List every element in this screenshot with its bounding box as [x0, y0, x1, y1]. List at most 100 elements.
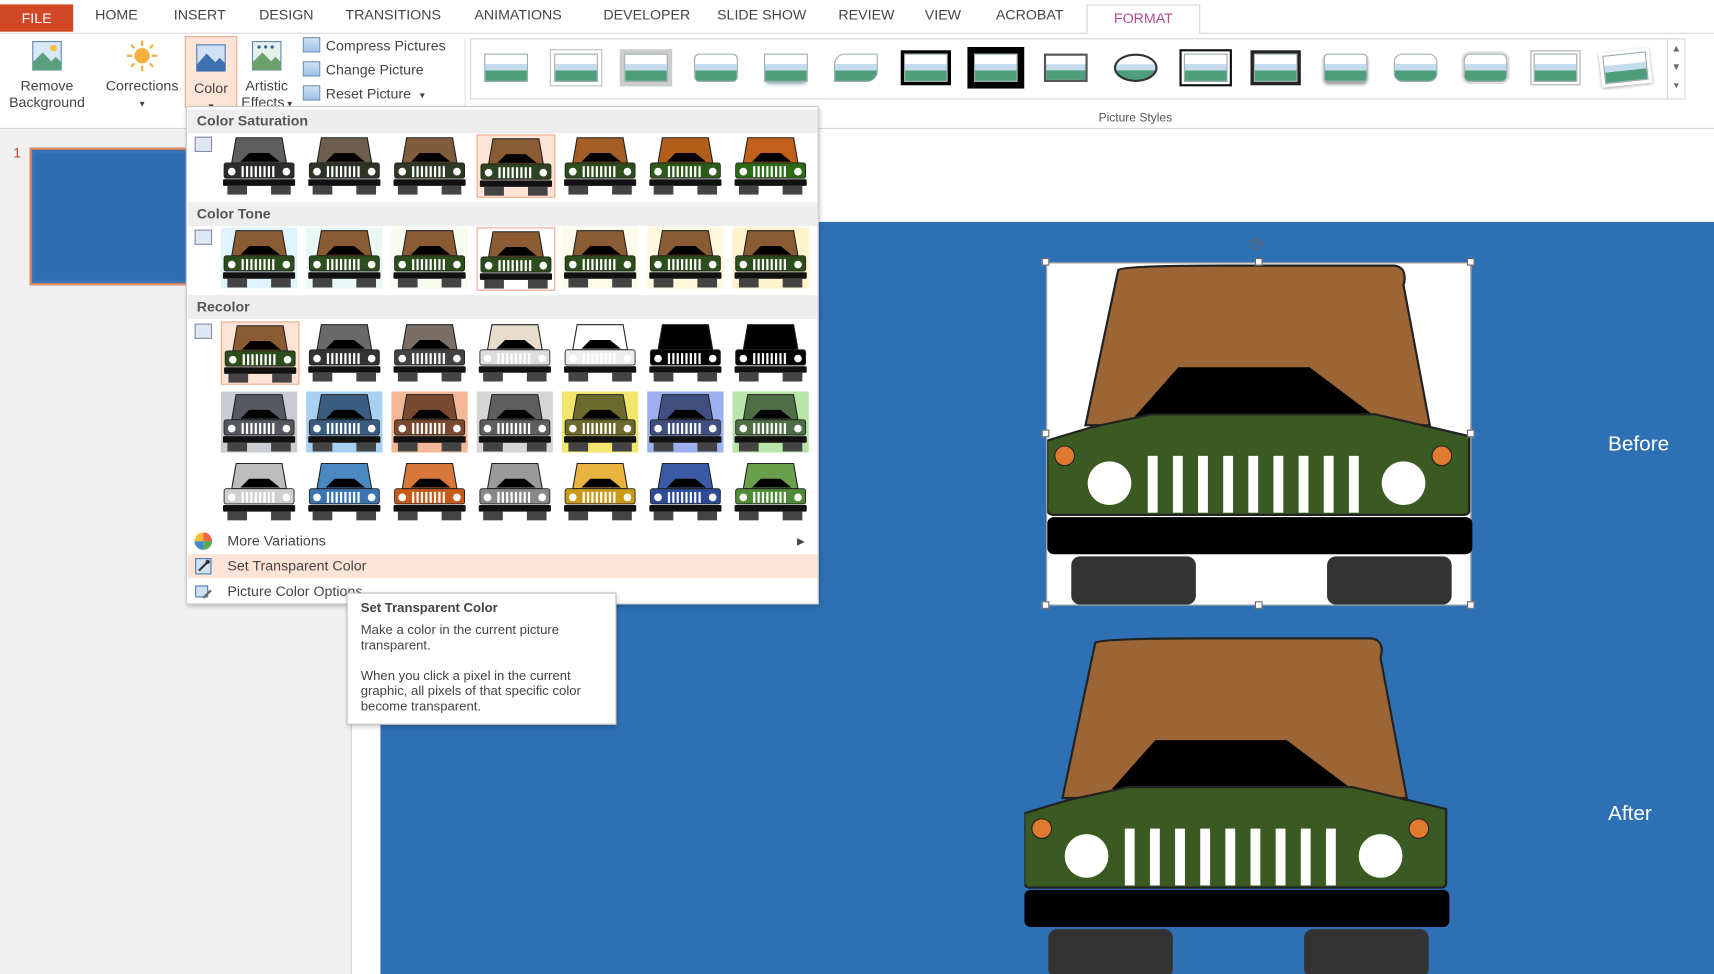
color-tone-option-7[interactable]: [732, 227, 811, 290]
color-tone-option-3[interactable]: [391, 227, 470, 290]
change-picture-button[interactable]: Change Picture: [302, 59, 424, 81]
tab-design[interactable]: DESIGN: [259, 6, 314, 23]
recolor-row3-option-3[interactable]: [391, 460, 470, 523]
jeep-thumbnail-image: [308, 324, 381, 382]
color-saturation-option-3[interactable]: [391, 134, 470, 197]
picture-style-option[interactable]: [900, 49, 952, 86]
resize-handle[interactable]: [1466, 601, 1475, 609]
color-saturation-option-7[interactable]: [732, 134, 811, 197]
recolor-row2-option-5[interactable]: [561, 391, 641, 454]
picture-style-option[interactable]: [1179, 49, 1231, 86]
resize-handle[interactable]: [1041, 601, 1050, 609]
recolor-row1-option-2[interactable]: [306, 321, 385, 384]
recolor-row2-option-6[interactable]: [647, 391, 726, 454]
tab-home[interactable]: HOME: [95, 6, 138, 23]
artistic-effects-button[interactable]: Artistic Effects ▾: [239, 38, 294, 112]
after-picture[interactable]: [1024, 636, 1450, 974]
tab-file[interactable]: FILE: [0, 4, 74, 32]
recolor-row2-option-2[interactable]: [306, 391, 385, 454]
recolor-row3-option-5[interactable]: [562, 460, 641, 523]
resize-handle[interactable]: [1466, 429, 1475, 438]
jeep-thumbnail-image: [393, 324, 466, 382]
picture-style-option[interactable]: [760, 49, 812, 86]
picture-style-option[interactable]: [1459, 49, 1511, 86]
recolor-row2-option-1[interactable]: [220, 391, 300, 454]
before-label[interactable]: Before: [1607, 432, 1670, 456]
tab-developer[interactable]: DEVELOPER: [603, 6, 691, 23]
more-icon[interactable]: ▾: [1673, 79, 1679, 91]
picture-style-option[interactable]: [970, 49, 1022, 86]
before-picture[interactable]: [1046, 262, 1473, 606]
color-tone-option-1[interactable]: [220, 227, 300, 290]
set-transparent-color-item[interactable]: Set Transparent Color: [188, 554, 818, 579]
color-tone-option-4[interactable]: [476, 227, 556, 291]
picture-style-option[interactable]: [830, 49, 882, 86]
reset-picture-label: Reset Picture: [325, 85, 412, 102]
picture-style-option[interactable]: [690, 49, 742, 86]
picture-style-option[interactable]: [480, 49, 532, 86]
picture-style-option[interactable]: [1389, 49, 1441, 86]
slide-thumbnail[interactable]: [29, 147, 194, 286]
recolor-row3-option-4[interactable]: [477, 460, 556, 523]
color-tone-option-5[interactable]: [561, 227, 641, 290]
picture-style-option[interactable]: [1249, 49, 1301, 86]
color-saturation-option-6[interactable]: [647, 134, 726, 197]
recolor-row1-option-1[interactable]: [220, 321, 300, 385]
recolor-row1-option-6[interactable]: [647, 321, 726, 384]
tab-slide-show[interactable]: SLIDE SHOW: [717, 6, 807, 23]
color-wheel-icon: [194, 532, 213, 550]
resize-handle[interactable]: [1254, 601, 1263, 609]
recolor-row1-option-5[interactable]: [562, 321, 641, 384]
recolor-row3-option-2[interactable]: [306, 460, 385, 523]
reset-picture-button[interactable]: Reset Picture▾: [302, 83, 425, 105]
picture-style-option[interactable]: [550, 49, 602, 86]
corrections-button[interactable]: Corrections▾: [101, 38, 184, 112]
recolor-row3-option-7[interactable]: [732, 460, 811, 523]
tab-acrobat[interactable]: ACROBAT: [995, 6, 1064, 23]
resize-handle[interactable]: [1041, 257, 1050, 266]
more-variations-item[interactable]: More Variations ▶: [188, 529, 818, 553]
color-saturation-option-1[interactable]: [221, 134, 300, 197]
picture-style-option[interactable]: [1599, 49, 1651, 86]
tab-transitions[interactable]: TRANSITIONS: [345, 6, 441, 23]
chevron-down-icon: ▾: [139, 98, 145, 110]
tab-insert[interactable]: INSERT: [173, 6, 226, 23]
tab-animations[interactable]: ANIMATIONS: [474, 6, 562, 23]
style-preview-image: [1043, 53, 1088, 82]
resize-handle[interactable]: [1254, 257, 1263, 266]
color-saturation-option-2[interactable]: [306, 134, 385, 197]
after-label[interactable]: After: [1607, 802, 1652, 826]
jeep-thumbnail-image: [308, 137, 381, 195]
recolor-row2-option-3[interactable]: [391, 391, 470, 454]
gallery-scroll-controls[interactable]: ▲ ▼ ▾: [1666, 39, 1684, 99]
compress-pictures-button[interactable]: Compress Pictures: [302, 35, 446, 57]
resize-handle[interactable]: [1041, 429, 1050, 438]
color-tone-option-6[interactable]: [647, 227, 726, 290]
color-saturation-option-5[interactable]: [562, 134, 641, 197]
tab-review[interactable]: REVIEW: [838, 6, 895, 23]
recolor-row1-option-3[interactable]: [391, 321, 470, 384]
color-tone-option-2[interactable]: [306, 227, 385, 290]
recolor-row1-option-4[interactable]: [477, 321, 556, 384]
color-button[interactable]: Color▾: [184, 36, 238, 112]
recolor-row3-option-1[interactable]: [221, 460, 300, 523]
chevron-up-icon[interactable]: ▲: [1671, 42, 1682, 54]
tab-format[interactable]: FORMAT: [1086, 4, 1201, 35]
picture-style-option[interactable]: [1319, 49, 1371, 86]
rotate-handle-icon[interactable]: ⟳: [1249, 236, 1265, 255]
picture-style-option[interactable]: [1110, 49, 1162, 86]
chevron-down-icon[interactable]: ▼: [1671, 61, 1682, 73]
recolor-row2-option-4[interactable]: [476, 391, 556, 454]
tab-view[interactable]: VIEW: [924, 6, 962, 23]
recolor-row1-option-7[interactable]: [732, 321, 811, 384]
remove-background-button[interactable]: Remove Background: [4, 38, 89, 110]
picture-style-option[interactable]: [1040, 49, 1092, 86]
picture-styles-group-label: Picture Styles: [1098, 111, 1173, 125]
resize-handle[interactable]: [1466, 257, 1475, 266]
picture-color-options-item[interactable]: Picture Color Options...: [188, 579, 818, 603]
recolor-row3-option-6[interactable]: [647, 460, 726, 523]
color-saturation-option-4[interactable]: [476, 134, 556, 198]
recolor-row2-option-7[interactable]: [732, 391, 811, 454]
picture-style-option[interactable]: [1529, 49, 1581, 86]
picture-style-option[interactable]: [620, 49, 672, 86]
